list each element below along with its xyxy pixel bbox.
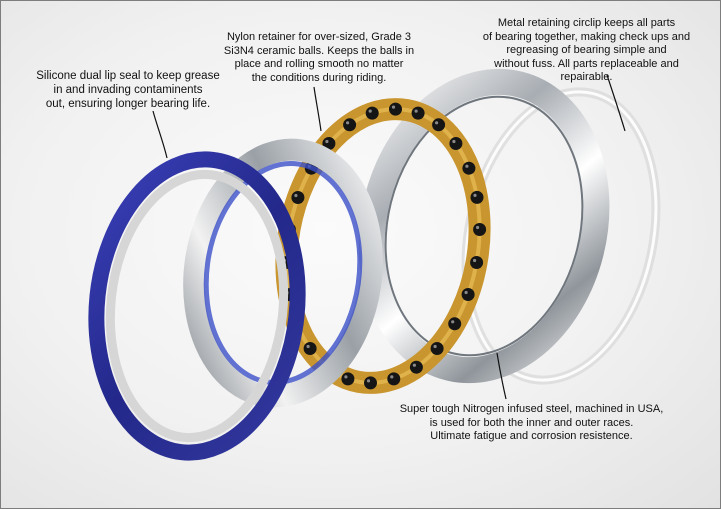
ceramic-ball bbox=[430, 342, 444, 355]
ceramic-ball bbox=[461, 288, 475, 301]
callout-silicone-seal: Silicone dual lip seal to keep grease in… bbox=[36, 70, 220, 110]
callout-nitrogen-steel: Super tough Nitrogen infused steel, mach… bbox=[399, 403, 664, 442]
ball-highlight bbox=[476, 225, 480, 230]
ceramic-ball bbox=[343, 118, 357, 132]
ceramic-ball bbox=[365, 106, 379, 120]
ball-highlight bbox=[473, 258, 477, 263]
callout-metal-circlip: Metal retaining circlip keeps all parts … bbox=[482, 17, 691, 83]
silicone-seal bbox=[88, 151, 306, 461]
ceramic-ball bbox=[432, 118, 446, 132]
ball-highlight bbox=[294, 193, 298, 198]
leader-retainer bbox=[313, 86, 322, 132]
ball-highlight bbox=[451, 320, 455, 324]
ceramic-ball bbox=[462, 161, 476, 175]
callout-nylon-retainer: Nylon retainer for over-sized, Grade 3 S… bbox=[223, 31, 415, 84]
ceramic-ball bbox=[364, 376, 377, 390]
ball-highlight bbox=[465, 164, 469, 168]
ceramic-ball bbox=[341, 372, 355, 386]
ball-highlight bbox=[435, 121, 439, 125]
ball-highlight bbox=[414, 109, 418, 113]
ceramic-ball bbox=[473, 223, 487, 236]
ball-highlight bbox=[344, 375, 348, 379]
ceramic-ball bbox=[291, 191, 305, 204]
ceramic-ball bbox=[389, 102, 402, 116]
ball-highlight bbox=[464, 290, 468, 295]
ceramic-ball bbox=[449, 137, 463, 150]
ball-highlight bbox=[325, 139, 329, 144]
ball-highlight bbox=[390, 375, 394, 379]
leader-steel bbox=[496, 352, 507, 400]
ball-highlight bbox=[452, 139, 456, 144]
ball-highlight bbox=[366, 379, 371, 383]
ball-highlight bbox=[346, 121, 350, 125]
ceramic-ball bbox=[322, 137, 336, 150]
leader-circlip bbox=[606, 74, 626, 132]
ceramic-ball bbox=[470, 256, 484, 269]
ball-highlight bbox=[391, 105, 396, 109]
ball-highlight bbox=[433, 344, 437, 349]
ball-highlight bbox=[412, 363, 416, 367]
ceramic-ball bbox=[303, 342, 317, 355]
ceramic-ball bbox=[448, 317, 462, 331]
ceramic-balls bbox=[279, 102, 487, 390]
leader-lines bbox=[152, 74, 626, 400]
ceramic-ball bbox=[470, 190, 484, 204]
ceramic-ball bbox=[409, 360, 423, 374]
ball-highlight bbox=[368, 109, 372, 113]
ball-highlight bbox=[306, 344, 310, 349]
ceramic-ball bbox=[387, 372, 401, 386]
ball-highlight bbox=[473, 193, 477, 197]
leader-seal bbox=[152, 110, 168, 159]
ceramic-ball bbox=[411, 106, 425, 120]
outer-race bbox=[358, 68, 610, 384]
